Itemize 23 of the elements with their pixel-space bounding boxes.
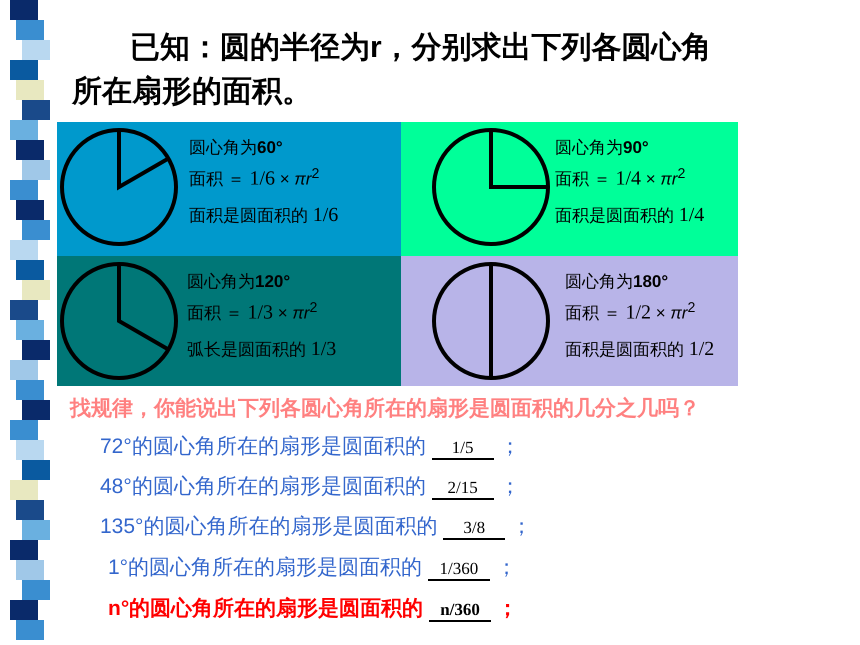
ratio-text: 弧长是圆面积的 1/3 — [187, 338, 336, 361]
angle-text: 圆心角为120° — [187, 271, 290, 293]
ratio-text: 面积是圆面积的 1/4 — [555, 204, 704, 227]
angle-text: 圆心角为90° — [555, 137, 649, 159]
question-text: 135°的圆心角所在的扇形是圆面积的 3/8 ； — [100, 514, 532, 540]
formula-text: 面积 ＝ 1/3 × πr$^{2}$ — [187, 300, 318, 325]
sector-panel — [401, 122, 738, 256]
title-text: 已知：圆的半径为r，分别求出下列各圆心角所在扇形的面积。 — [72, 30, 713, 110]
note-text: 找规律，你能说出下列各圆心角所在的扇形是圆面积的几分之几吗？ — [70, 396, 700, 422]
sector-panel — [57, 122, 401, 256]
sector-panel — [401, 256, 738, 386]
formula-text: 面积 ＝ 1/2 × πr$^{2}$ — [565, 300, 696, 325]
sector-panel — [57, 256, 401, 386]
angle-text: 圆心角为180° — [565, 271, 668, 293]
formula-text: 面积 ＝ 1/6 × πr$^{2}$ — [189, 166, 320, 191]
question-text: n°的圆心角所在的扇形是圆面积的 n/360 ； — [108, 596, 518, 622]
ratio-text: 面积是圆面积的 1/2 — [565, 338, 714, 361]
ratio-text: 面积是圆面积的 1/6 — [189, 204, 338, 227]
question-text: 48°的圆心角所在的扇形是圆面积的 2/15 ； — [100, 474, 520, 500]
formula-text: 面积 ＝ 1/4 × πr$^{2}$ — [555, 166, 686, 191]
question-text: 72°的圆心角所在的扇形是圆面积的 1/5 ； — [100, 434, 520, 460]
question-text: 1°的圆心角所在的扇形是圆面积的 1/360 ； — [108, 555, 517, 581]
angle-text: 圆心角为60° — [189, 137, 283, 159]
